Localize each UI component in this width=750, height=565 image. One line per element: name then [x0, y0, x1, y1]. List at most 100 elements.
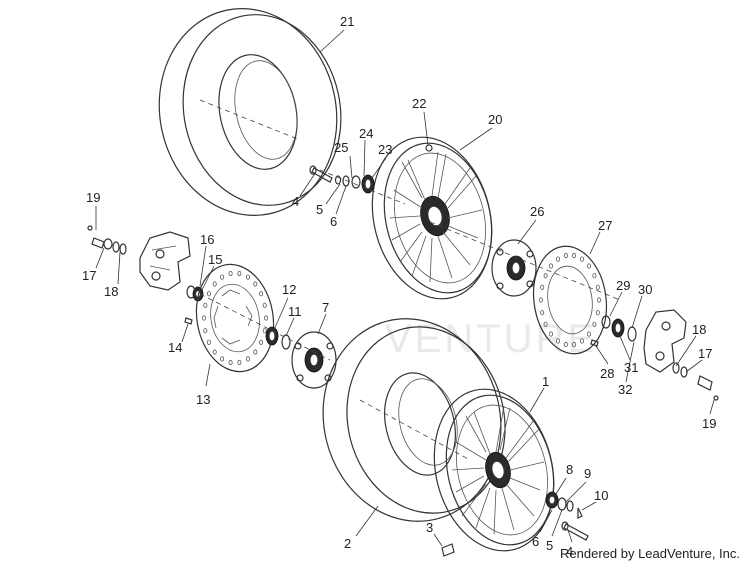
rear-wheel-rim [371, 136, 493, 300]
disc-hole [228, 359, 233, 366]
disc-hole [580, 338, 585, 344]
left-brake-caliper [139, 231, 191, 291]
disc-hole [253, 281, 258, 287]
callout-30: 30 [638, 282, 652, 297]
front-hub [291, 331, 337, 389]
watermark: VENTURE [385, 317, 597, 361]
callout-19-right: 19 [702, 416, 716, 431]
callout-7: 7 [322, 300, 329, 315]
disc-hole [220, 274, 225, 280]
rear-tire [158, 8, 342, 216]
callout-31: 31 [624, 360, 638, 375]
disc-hole [595, 284, 600, 290]
callout-14: 14 [168, 340, 182, 355]
disc-hole [263, 315, 268, 321]
callout-5-bottom: 5 [546, 538, 553, 553]
callout-17-right: 17 [698, 346, 712, 361]
leader-lines [95, 29, 715, 547]
disc-hole [592, 273, 597, 279]
disc-hole [572, 341, 577, 348]
callout-21: 21 [340, 14, 354, 29]
disc-hole [543, 321, 548, 327]
disc-hole [206, 339, 211, 345]
callout-2: 2 [344, 536, 351, 551]
disc-hole [206, 291, 211, 297]
disc-hole [580, 256, 585, 262]
callout-23: 23 [378, 142, 392, 157]
disc-hole [543, 273, 548, 279]
disc-hole [572, 252, 577, 259]
disc-hole [563, 252, 568, 259]
callout-16: 16 [200, 232, 214, 247]
callout-3: 3 [426, 520, 433, 535]
callout-10: 10 [594, 488, 608, 503]
callout-13: 13 [196, 392, 210, 407]
disc-hole [201, 315, 206, 321]
right-disc-bolt-icon [590, 339, 599, 347]
disc-hole [262, 328, 267, 334]
callout-6-top: 6 [330, 214, 337, 229]
disc-bolt-icon [184, 317, 193, 325]
disc-hole [237, 359, 242, 366]
callout-19-left: 19 [86, 190, 100, 205]
render-credit: Rendered by LeadVenture, Inc. [560, 546, 740, 561]
front-axle-hardware [441, 491, 589, 557]
callout-28: 28 [600, 366, 614, 381]
disc-hole [556, 256, 561, 262]
disc-hole [220, 356, 225, 362]
callout-18-right: 18 [692, 322, 706, 337]
callout-1: 1 [542, 374, 549, 389]
disc-hole [212, 281, 217, 287]
callout-17-left: 17 [82, 268, 96, 283]
disc-hole [262, 302, 267, 308]
axle-bolt-top [309, 165, 333, 183]
disc-hole [253, 349, 258, 355]
right-bearing-set [601, 315, 637, 342]
disc-hole [245, 274, 250, 280]
disc-hole [203, 328, 208, 334]
callout-22: 22 [412, 96, 426, 111]
disc-hole [587, 263, 592, 269]
disc-hole [556, 338, 561, 344]
callout-29: 29 [616, 278, 630, 293]
callout-20: 20 [488, 112, 502, 127]
callout-labels: 21 22 20 24 25 23 4 5 6 19 17 18 16 15 1… [82, 14, 716, 559]
disc-hole [597, 297, 602, 303]
right-brake-caliper [643, 309, 687, 373]
left-brake-disc [195, 263, 275, 373]
callout-12: 12 [282, 282, 296, 297]
disc-hole [245, 356, 250, 362]
callout-11: 11 [288, 304, 302, 319]
callout-25: 25 [334, 140, 348, 155]
callout-5-top: 5 [316, 202, 323, 217]
callout-4-bottom: 4 [566, 544, 573, 559]
callout-26: 26 [530, 204, 544, 219]
callout-32: 32 [618, 382, 632, 397]
disc-hole [563, 341, 568, 348]
disc-hole [212, 349, 217, 355]
callout-27: 27 [598, 218, 612, 233]
disc-hole [587, 331, 592, 337]
right-disc-holes [539, 252, 602, 348]
right-brake-disc [532, 245, 608, 355]
callout-15: 15 [208, 252, 222, 267]
disc-hole [203, 302, 208, 308]
rear-bearing-set [334, 174, 375, 194]
disc-hole [259, 291, 264, 297]
left-disc-holes [201, 270, 268, 366]
disc-hole [595, 310, 600, 316]
callout-9: 9 [584, 466, 591, 481]
left-bleeder-parts [87, 225, 127, 255]
disc-hole [540, 310, 545, 316]
right-bleeder-parts [672, 362, 719, 401]
callout-8: 8 [566, 462, 573, 477]
disc-hole [540, 284, 545, 290]
callout-18-left: 18 [104, 284, 118, 299]
disc-hole [539, 297, 544, 303]
disc-hole [549, 331, 554, 337]
front-wheel-rim [433, 388, 555, 552]
disc-hole [549, 263, 554, 269]
disc-hole [592, 321, 597, 327]
callout-4-top: 4 [292, 194, 299, 209]
